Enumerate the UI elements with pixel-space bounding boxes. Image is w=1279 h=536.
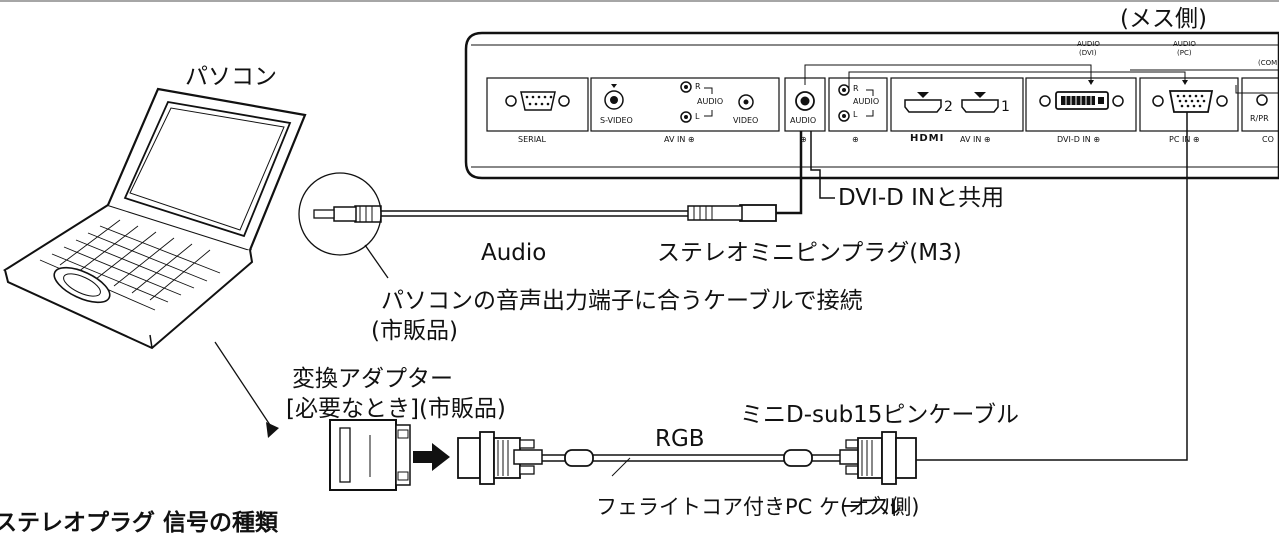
panel-rl-r-label: R bbox=[853, 84, 859, 93]
adapter-label-line1: 変換アダプター bbox=[292, 366, 453, 392]
laptop-illustration bbox=[2, 87, 307, 350]
panel-av-l-label: L bbox=[695, 112, 700, 121]
audio-cable bbox=[378, 210, 688, 217]
panel-hdmi-logo: HDMI bbox=[910, 133, 945, 144]
display-rear-panel bbox=[464, 31, 1279, 180]
panel-audio-pc-bottom: (PC) bbox=[1177, 49, 1192, 57]
panel-rl-audio-label: AUDIO bbox=[853, 97, 880, 106]
pc-label: パソコン bbox=[185, 64, 277, 90]
serial-port bbox=[486, 77, 589, 132]
component-port-partial bbox=[1241, 77, 1279, 132]
panel-serial-label: SERIAL bbox=[518, 135, 546, 144]
panel-rl-input-symbol: ⊕ bbox=[852, 135, 859, 144]
commercial-product-label-1: (市販品) bbox=[371, 318, 458, 344]
audio-plug-callout-circle bbox=[298, 172, 382, 256]
panel-audio-jack-label: AUDIO bbox=[790, 116, 817, 125]
diagram-graphics bbox=[0, 0, 1279, 491]
panel-hdmi-2-label: 2 bbox=[944, 99, 953, 115]
pc-cable-plug-left bbox=[457, 431, 543, 485]
panel-routing-lines bbox=[804, 64, 1279, 94]
panel-pc-in-label: PC IN ⊕ bbox=[1169, 135, 1200, 144]
panel-hdmi-av-in-label: AV IN ⊕ bbox=[960, 135, 991, 144]
panel-av-r-label: R bbox=[695, 82, 701, 91]
adapter-label-line2: [必要なとき](市販品) bbox=[286, 396, 506, 422]
panel-audio-pc-top: AUDIO bbox=[1173, 40, 1196, 48]
male-side-label: (オス側) bbox=[840, 495, 920, 519]
audio-r-jack bbox=[680, 81, 692, 93]
panel-audio-dvi-bottom: (DVI) bbox=[1079, 49, 1097, 57]
pc-in-connection-line bbox=[916, 112, 1188, 461]
panel-rl-l-label: L bbox=[853, 110, 858, 119]
minidsub-cable-label: ミニD-sub15ピンケーブル bbox=[740, 402, 1020, 428]
av-in-ports bbox=[590, 77, 780, 132]
hdmi-ports bbox=[890, 77, 1024, 132]
pc-in-port bbox=[1139, 77, 1239, 132]
conversion-adapter bbox=[329, 419, 411, 491]
panel-hdmi-1-label: 1 bbox=[1001, 99, 1010, 115]
ferrite-core-left bbox=[564, 449, 594, 467]
panel-com-cut-label: (COM bbox=[1258, 59, 1278, 67]
panel-co-cut-label: CO bbox=[1262, 135, 1274, 144]
audio-l-jack bbox=[680, 111, 692, 123]
audio-callout-leader bbox=[364, 244, 389, 279]
panel-rpr-cut-label: R/PR bbox=[1250, 114, 1269, 123]
panel-audio-dvi-top: AUDIO bbox=[1077, 40, 1100, 48]
leader-arrowhead bbox=[266, 422, 279, 438]
panel-audio-input-symbol: ⊕ bbox=[800, 135, 807, 144]
rgb-label: RGB bbox=[655, 426, 705, 452]
dvi-d-in-port bbox=[1025, 77, 1137, 132]
ferrite-core-right bbox=[783, 449, 813, 467]
laptop-to-adapter-leader bbox=[214, 341, 273, 429]
audio-label: Audio bbox=[481, 240, 547, 266]
panel-av-in-label: AV IN ⊕ bbox=[664, 135, 695, 144]
ferrite-cable-label: フェライトコア付きPC ケーブル bbox=[596, 495, 902, 519]
video-jack bbox=[738, 94, 754, 110]
female-side-label: (メス側) bbox=[1120, 6, 1207, 32]
panel-video-label: VIDEO bbox=[733, 116, 759, 125]
dvi-shared-leader bbox=[810, 131, 835, 199]
adapter-insert-arrow bbox=[413, 443, 450, 471]
pc-cable bbox=[542, 449, 840, 477]
panel-av-audio-label: AUDIO bbox=[697, 97, 724, 106]
pc-cable-plug-right bbox=[839, 431, 917, 485]
pc-audio-cable-label: パソコンの音声出力端子に合うケーブルで接続 bbox=[381, 288, 863, 314]
stereo-plug-label: ステレオミニピンプラグ(M3) bbox=[657, 240, 962, 266]
panel-s-video-label: S-VIDEO bbox=[600, 116, 633, 125]
cut-off-heading: ステレオプラグ 信号の種類 bbox=[0, 510, 279, 536]
s-video-jack bbox=[604, 90, 624, 110]
audio-cable-vertical bbox=[775, 131, 803, 215]
stereo-mini-plug-left bbox=[298, 172, 389, 279]
stereo-mini-plug-right bbox=[687, 204, 777, 222]
panel-dvi-in-label: DVI-D IN ⊕ bbox=[1057, 135, 1101, 144]
dvi-shared-label: DVI-D INと共用 bbox=[838, 185, 1005, 211]
